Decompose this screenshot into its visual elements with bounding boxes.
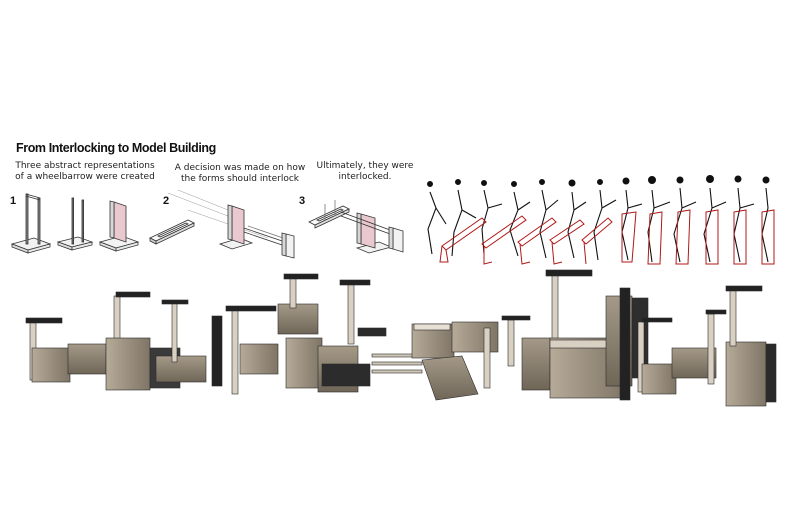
panel-center: [218, 204, 254, 250]
step-3-caption: Ultimately, they were interlocked.: [305, 161, 425, 183]
step-1-forms-drawing: [10, 193, 140, 254]
form-posts: [56, 197, 94, 251]
frame-flat: [149, 219, 195, 245]
caption-line: Three abstract representations: [15, 161, 155, 171]
form-panel: [98, 200, 140, 252]
figure-limbs: [427, 187, 769, 263]
caption-line: the forms should interlock: [181, 174, 299, 184]
figure-heads: [427, 175, 770, 187]
figure-sequence-drawing: [427, 175, 775, 265]
step-3-interlocked-drawing: [308, 200, 404, 254]
caption-line: A decision was made on how: [174, 163, 306, 173]
page-title: From Interlocking to Model Building: [16, 141, 216, 155]
step-3-number: 3: [299, 195, 306, 207]
model-pieces: [25, 269, 777, 407]
model-collage-image: [25, 269, 777, 407]
step-2-interlock-drawing: [149, 189, 295, 259]
step-2-caption: A decision was made on how the forms sho…: [165, 163, 315, 185]
step-2-number: 2: [163, 195, 170, 207]
caption-line: of a wheelbarrow were created: [15, 172, 155, 182]
step-1-caption: Three abstract representations of a whee…: [10, 161, 160, 183]
caption-line: interlocked.: [338, 172, 392, 182]
form-frame: [10, 193, 52, 254]
wheelbarrow-forms: [439, 209, 775, 265]
caption-line: Ultimately, they were: [316, 161, 414, 171]
step-1-number: 1: [10, 195, 17, 207]
